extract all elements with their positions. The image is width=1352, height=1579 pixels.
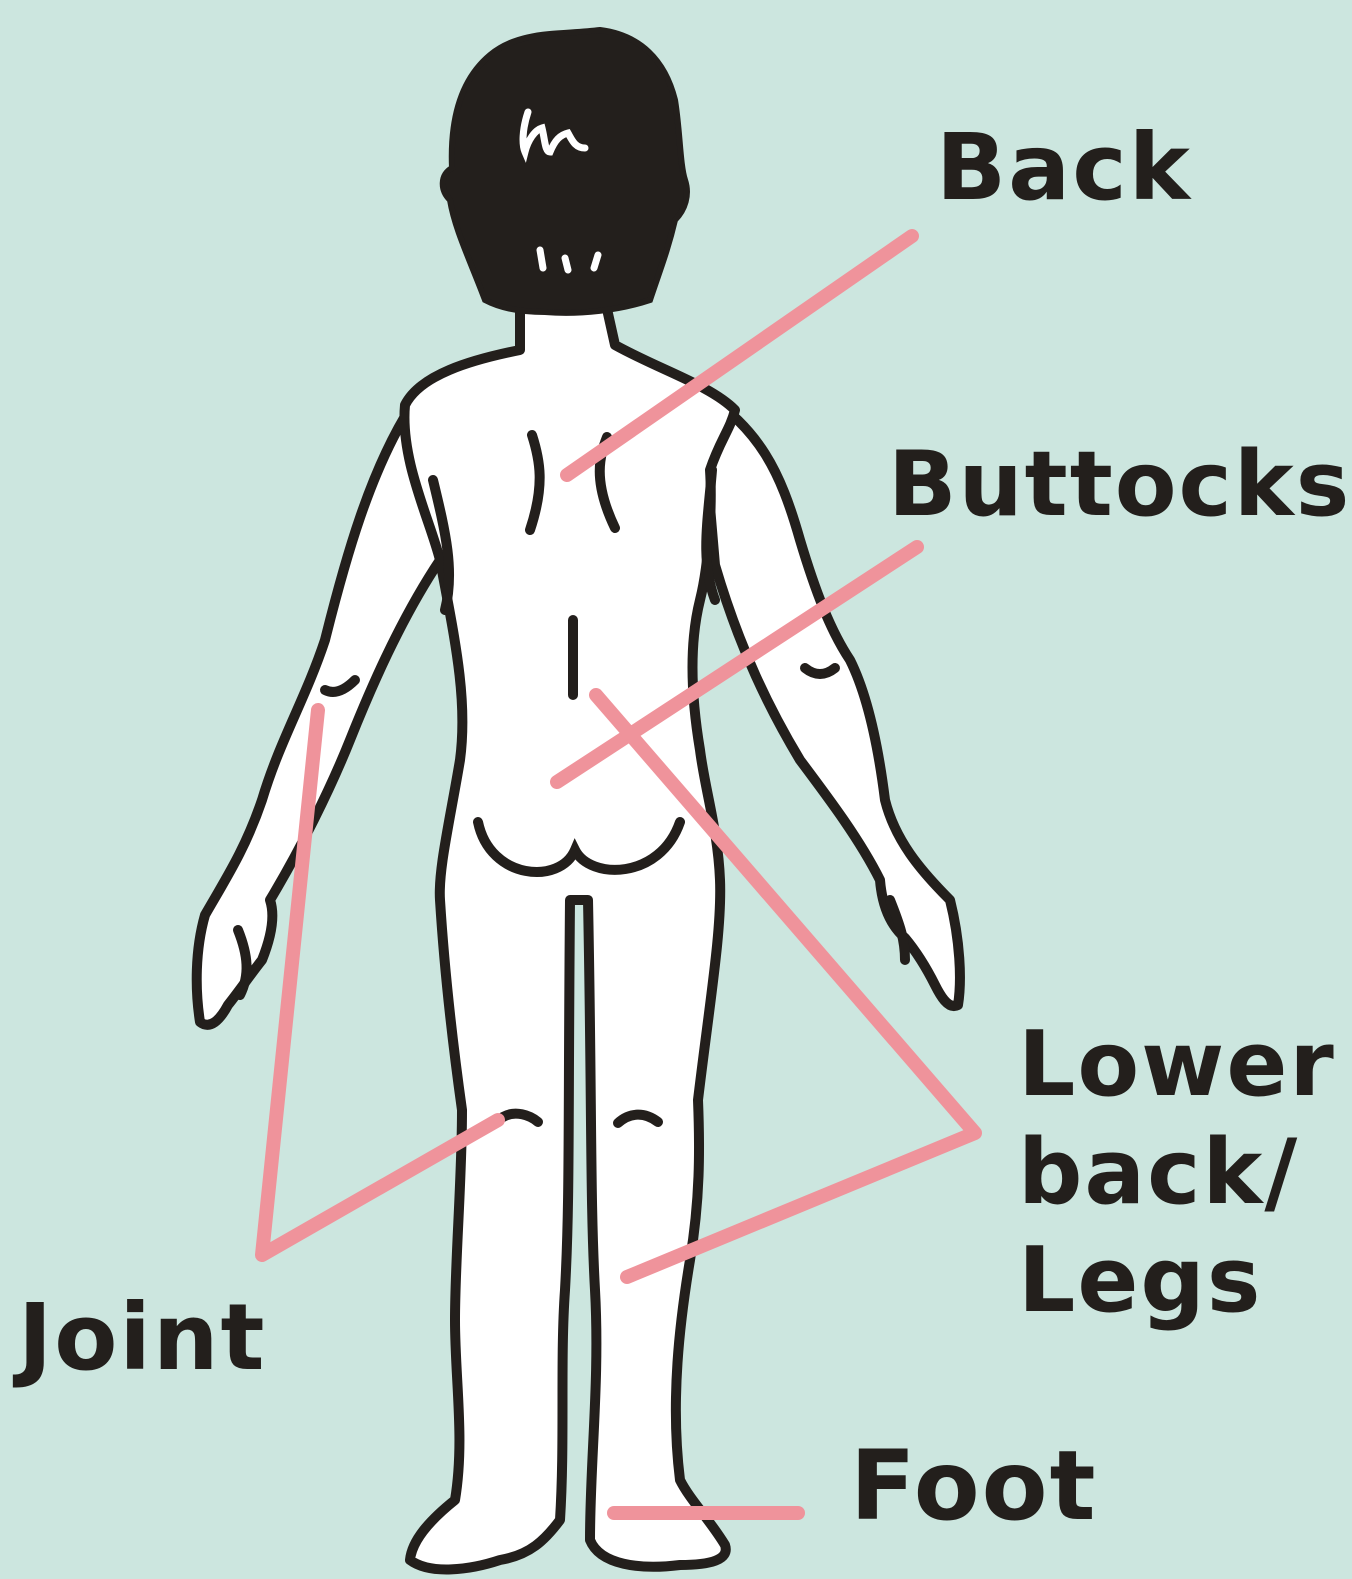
label-back: Back — [936, 122, 1192, 214]
label-buttocks: Buttocks — [888, 440, 1351, 530]
label-lower-line-1: Lower — [1018, 1020, 1336, 1128]
label-lower-line-2: back/ — [1018, 1128, 1336, 1236]
right-elbow — [805, 668, 835, 674]
label-lower-back-legs: Lower back/ Legs — [1018, 1020, 1336, 1344]
torso — [404, 300, 735, 1569]
label-foot: Foot — [850, 1438, 1097, 1534]
label-lower-line-3: Legs — [1018, 1236, 1336, 1344]
label-joint: Joint — [18, 1292, 266, 1384]
